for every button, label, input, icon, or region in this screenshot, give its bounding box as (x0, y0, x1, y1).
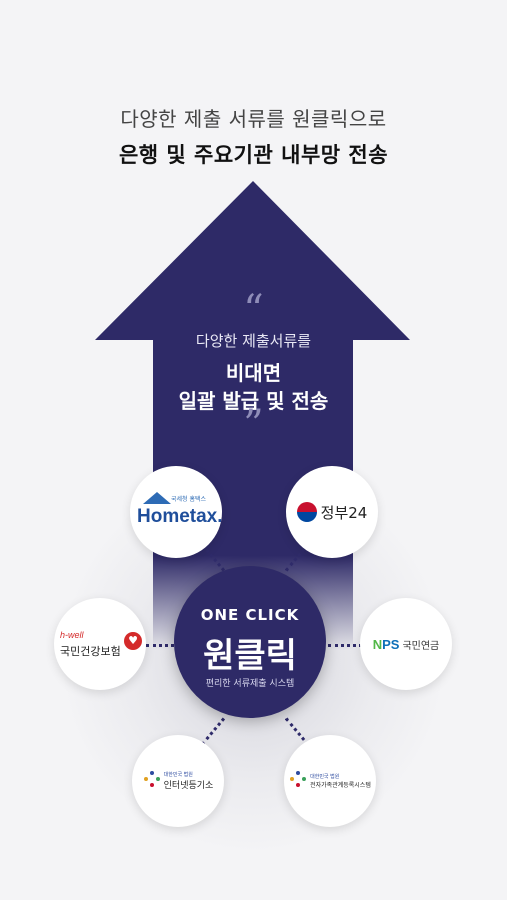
arrow-text-line2: 비대면 (225, 361, 282, 385)
arrow-head (95, 181, 410, 450)
quote-close-icon: ” (243, 402, 264, 448)
family-registry-badge[interactable]: 대한민국 법원 전자가족관계등록시스템 (284, 735, 376, 827)
hometax-badge[interactable]: 국세청 홈택스 Hometax. (130, 466, 222, 558)
court-emblem-icon (289, 771, 307, 791)
headline-1: 다양한 제출 서류를 원클릭으로 (120, 107, 387, 131)
house-icon (143, 492, 171, 504)
connector-nps (328, 644, 362, 647)
arrow-text-line3: 일괄 발급 및 전송 (178, 389, 329, 413)
court-emblem-icon (143, 771, 161, 791)
nps-badge[interactable]: NPS 국민연금 (360, 598, 452, 690)
connector-nhis (146, 644, 180, 647)
family-registry-logo: 대한민국 법원 전자가족관계등록시스템 (289, 771, 371, 791)
court-registry-badge[interactable]: 대한민국 법원 인터넷등기소 (132, 735, 224, 827)
nps-logo: NPS 국민연금 (372, 636, 440, 652)
heart-icon: ♥ (124, 632, 142, 650)
hub-title-en: ONE CLICK (200, 606, 300, 624)
hub-title-kr: 원클릭 (203, 636, 297, 676)
gov24-badge[interactable]: 정부24 (286, 466, 378, 558)
gov24-logo: 정부24 (296, 502, 367, 523)
nhis-logo: h-well 국민건강보험 ♥ (58, 624, 142, 664)
headline-2: 은행 및 주요기관 내부망 전송 (118, 143, 389, 167)
hometax-logo: 국세청 홈택스 Hometax. (137, 492, 222, 532)
quote-open-icon: “ (243, 287, 264, 333)
hub-subtitle: 편리한 서류제출 시스템 (205, 679, 295, 689)
arrow-text-line1: 다양한 제출서류를 (195, 332, 312, 350)
one-click-hub[interactable]: ONE CLICK 원클릭 편리한 서류제출 시스템 (174, 566, 326, 718)
taegeuk-icon (296, 502, 317, 522)
nhis-badge[interactable]: h-well 국민건강보험 ♥ (54, 598, 146, 690)
court-registry-logo: 대한민국 법원 인터넷등기소 (143, 771, 213, 791)
